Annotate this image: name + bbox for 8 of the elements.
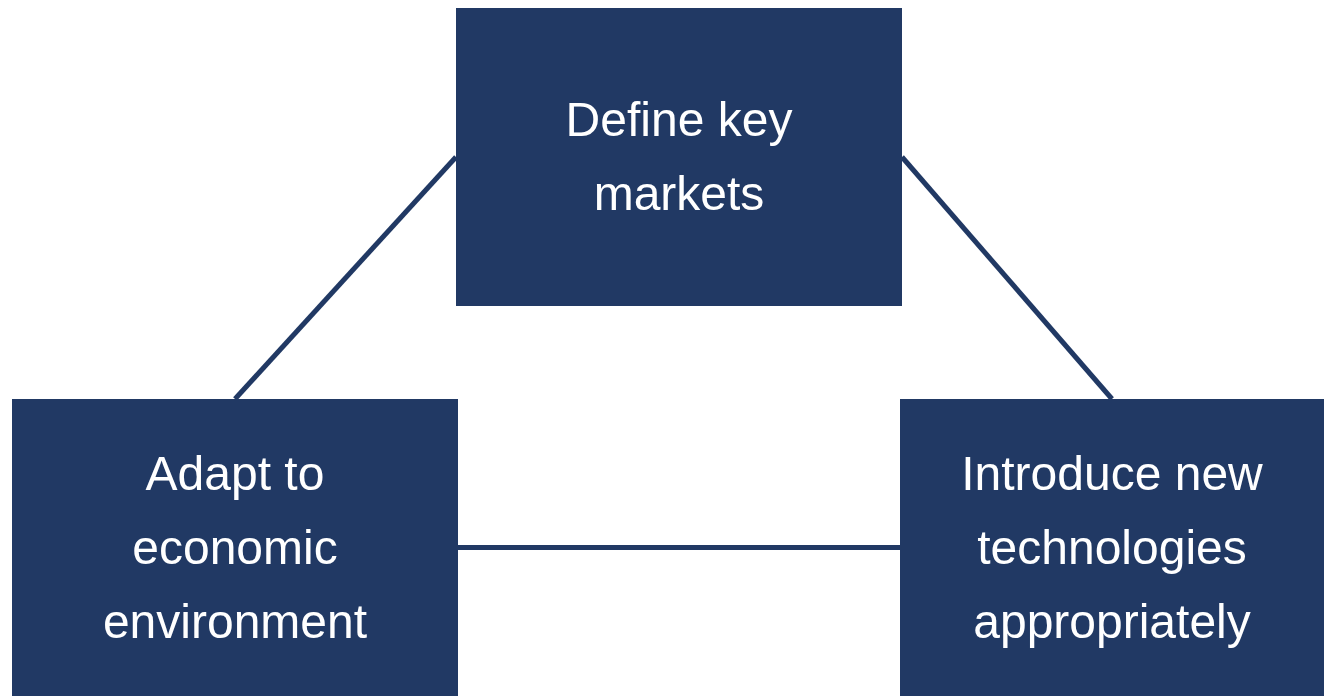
process-box xyxy=(900,399,1324,696)
process-box xyxy=(12,399,458,696)
process-box xyxy=(456,8,902,306)
box-label: Define key markets xyxy=(564,92,794,222)
connector-line xyxy=(233,155,458,401)
connector-line xyxy=(458,545,900,550)
box-label: Introduce new technologies appropriately xyxy=(960,445,1264,650)
box-label: Adapt to economic environment xyxy=(101,445,369,650)
